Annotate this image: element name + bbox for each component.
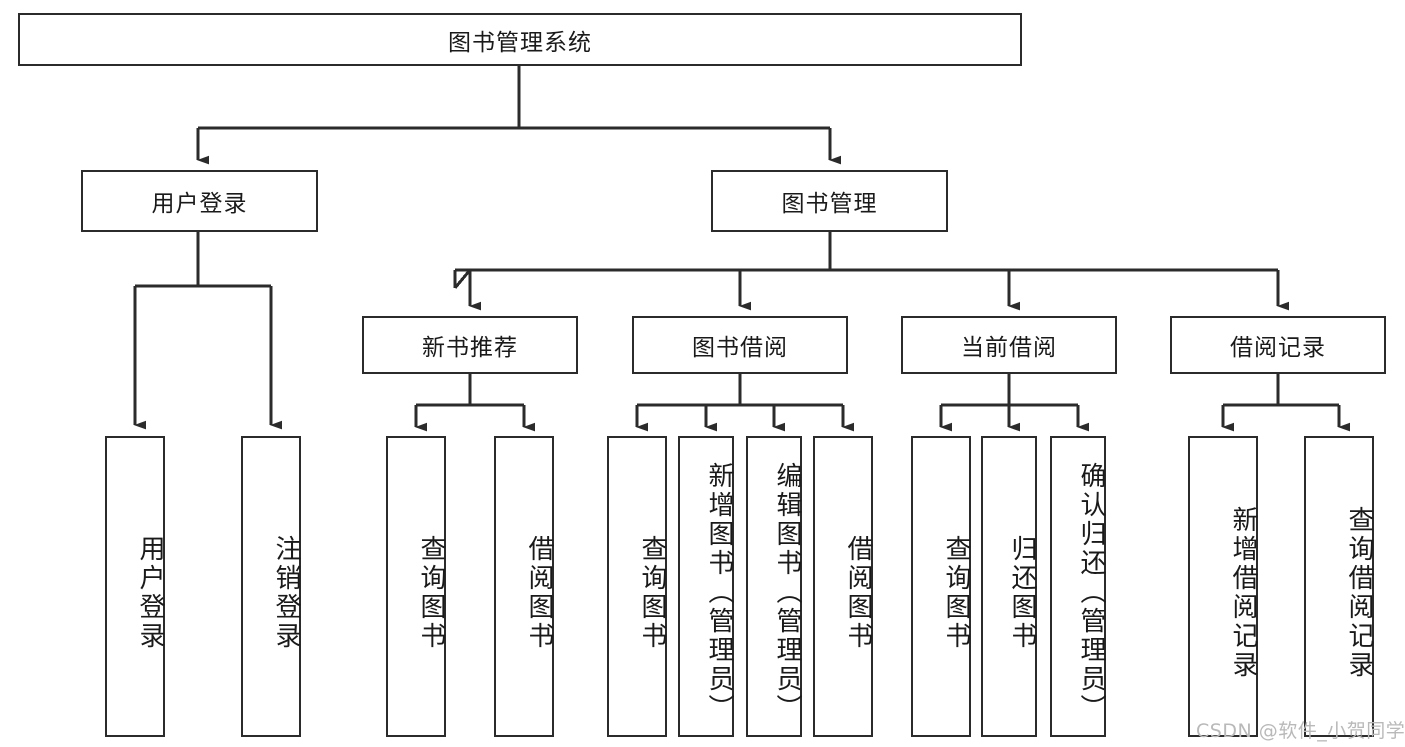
node-leaf-logout-login[interactable]: 注销登录	[241, 436, 301, 737]
node-leaf-add-record-label: 新增借阅记录	[1228, 505, 1258, 680]
node-leaf-query-book-1-label: 查询图书	[416, 534, 446, 651]
node-new-book-rec[interactable]: 新书推荐	[362, 316, 578, 374]
node-leaf-query-book-3-label: 查询图书	[941, 534, 971, 651]
node-new-book-rec-label: 新书推荐	[422, 335, 518, 361]
node-leaf-borrow-book-1-label: 借阅图书	[524, 534, 554, 651]
node-leaf-add-book[interactable]: 新增图书（管理员）	[678, 436, 734, 737]
node-book-manage-label: 图书管理	[781, 191, 878, 217]
node-root-label: 图书管理系统	[448, 29, 592, 56]
node-book-borrow-label: 图书借阅	[692, 335, 788, 361]
csdn-watermark: CSDN @软件_小贺同学	[1196, 720, 1405, 742]
node-leaf-user-login-label: 用户登录	[135, 534, 165, 651]
node-leaf-add-book-label: 新增图书（管理员）	[704, 462, 734, 723]
node-book-manage[interactable]: 图书管理	[711, 170, 948, 232]
node-leaf-add-record[interactable]: 新增借阅记录	[1188, 436, 1258, 737]
node-leaf-edit-book[interactable]: 编辑图书（管理员）	[746, 436, 802, 737]
node-leaf-query-book-2[interactable]: 查询图书	[607, 436, 667, 737]
node-leaf-borrow-book-1[interactable]: 借阅图书	[494, 436, 554, 737]
node-root[interactable]: 图书管理系统	[18, 13, 1022, 66]
node-leaf-return-book-label: 归还图书	[1007, 534, 1037, 651]
node-leaf-query-record[interactable]: 查询借阅记录	[1304, 436, 1374, 737]
node-leaf-confirm-return-label: 确认归还（管理员）	[1076, 462, 1106, 723]
node-user-login-label: 用户登录	[151, 191, 248, 217]
node-user-login[interactable]: 用户登录	[81, 170, 318, 232]
node-leaf-borrow-book-2-label: 借阅图书	[843, 534, 873, 651]
node-current-borrow[interactable]: 当前借阅	[901, 316, 1117, 374]
node-leaf-edit-book-label: 编辑图书（管理员）	[772, 462, 802, 723]
node-leaf-logout-login-label: 注销登录	[271, 534, 301, 651]
node-leaf-borrow-book-2[interactable]: 借阅图书	[813, 436, 873, 737]
node-current-borrow-label: 当前借阅	[961, 335, 1057, 361]
node-leaf-user-login[interactable]: 用户登录	[105, 436, 165, 737]
node-leaf-query-book-3[interactable]: 查询图书	[911, 436, 971, 737]
node-leaf-query-record-label: 查询借阅记录	[1344, 505, 1374, 680]
node-borrow-record-label: 借阅记录	[1230, 335, 1326, 361]
node-leaf-query-book-1[interactable]: 查询图书	[386, 436, 446, 737]
node-leaf-query-book-2-label: 查询图书	[637, 534, 667, 651]
node-borrow-record[interactable]: 借阅记录	[1170, 316, 1386, 374]
node-leaf-return-book[interactable]: 归还图书	[981, 436, 1037, 737]
node-leaf-confirm-return[interactable]: 确认归还（管理员）	[1050, 436, 1106, 737]
node-book-borrow[interactable]: 图书借阅	[632, 316, 848, 374]
